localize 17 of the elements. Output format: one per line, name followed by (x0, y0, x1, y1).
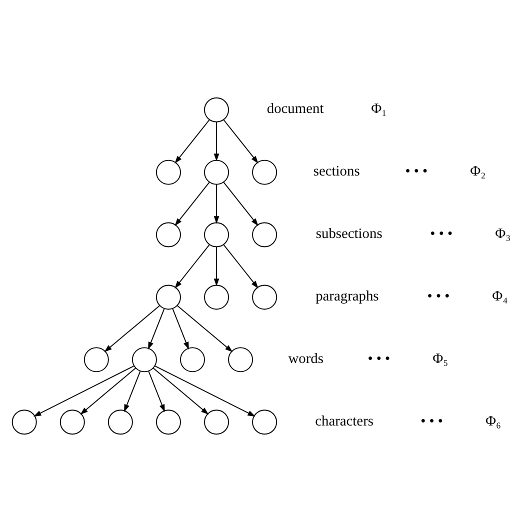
label: Φ₂ (470, 163, 486, 180)
label: • • • (405, 163, 428, 180)
label: words (288, 350, 324, 367)
label: document (266, 100, 324, 117)
label: • • • (430, 226, 453, 242)
label: sections (313, 163, 360, 180)
label: characters (315, 413, 374, 430)
label: Φ₁ (371, 100, 387, 117)
label: Φ₄ (492, 288, 508, 304)
label: Φ₅ (432, 350, 448, 367)
label: paragraphs (316, 288, 379, 304)
label: • • • (368, 350, 390, 367)
label: • • • (420, 413, 443, 430)
label: • • • (427, 288, 450, 304)
label: Φ₃ (495, 226, 511, 242)
label: subsections (316, 226, 382, 242)
label: Φ₆ (485, 413, 502, 430)
